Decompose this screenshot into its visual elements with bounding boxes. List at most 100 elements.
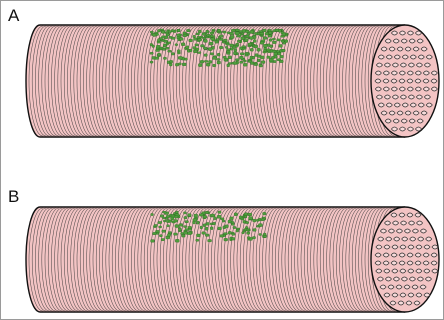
myofibril [400, 245, 406, 249]
myofibril [399, 87, 405, 91]
myofibril [426, 103, 432, 107]
green-spot [272, 41, 276, 44]
green-spot [151, 213, 154, 215]
myofibril [389, 111, 395, 115]
green-spot [272, 38, 275, 40]
myofibril [409, 119, 415, 123]
myofibril [388, 229, 394, 233]
green-spot [197, 221, 200, 224]
myofibril [375, 71, 381, 75]
green-spot [283, 33, 286, 36]
myofibril [424, 63, 430, 67]
green-spot [236, 29, 239, 31]
green-spot [210, 53, 214, 55]
green-spot [263, 37, 267, 39]
green-spot [179, 228, 182, 231]
green-spot [165, 32, 168, 34]
green-spot [269, 31, 272, 34]
green-spot [230, 36, 234, 39]
myofibril [397, 47, 403, 51]
green-spot [265, 33, 269, 35]
green-spot [161, 239, 164, 241]
green-spot [177, 50, 180, 52]
myofibril [375, 261, 381, 265]
myofibril [401, 119, 407, 123]
myofibril [407, 213, 413, 217]
green-spot [224, 233, 228, 235]
myofibril [423, 253, 429, 257]
green-spot [159, 226, 162, 228]
green-spot [224, 238, 228, 241]
green-spot [243, 220, 246, 223]
myofibril [399, 213, 405, 217]
green-spot [254, 63, 258, 66]
green-spot [163, 44, 166, 47]
myofibril [378, 103, 384, 107]
green-spot [155, 49, 159, 51]
myofibril [408, 293, 414, 297]
myofibril [431, 253, 437, 257]
myofibril [415, 31, 421, 35]
green-spot [247, 237, 250, 239]
green-spot [279, 45, 282, 48]
myofibril [413, 47, 419, 51]
myofibril [397, 111, 403, 115]
myofibril [391, 213, 397, 217]
green-spot [179, 224, 183, 227]
green-spot [150, 61, 153, 63]
green-spot [230, 44, 234, 47]
green-spot [203, 224, 206, 227]
green-spot [250, 37, 254, 40]
green-spot [167, 225, 170, 227]
green-spot [259, 64, 262, 67]
myofibril [400, 95, 406, 99]
myofibril [409, 221, 415, 225]
green-spot [202, 232, 206, 234]
green-spot [207, 34, 210, 36]
green-spot [158, 221, 162, 223]
green-spot [250, 30, 254, 33]
myofibril [386, 237, 392, 241]
green-spot [210, 35, 213, 37]
green-spot [181, 232, 184, 234]
green-spot [252, 56, 255, 59]
green-spot [150, 31, 153, 33]
myofibril [392, 293, 398, 297]
myofibril [410, 55, 416, 59]
green-spot [282, 49, 285, 51]
green-spot [218, 227, 222, 230]
green-spot [196, 234, 200, 237]
myofibril [391, 253, 397, 257]
green-spot [159, 47, 163, 49]
green-spot [183, 32, 186, 34]
green-spot [202, 33, 205, 35]
green-spot [240, 61, 243, 63]
green-spot [246, 229, 250, 231]
green-spot [267, 56, 270, 58]
myofibril [410, 103, 416, 107]
green-spot [233, 62, 237, 65]
green-spot [175, 239, 179, 242]
green-spot [248, 43, 251, 46]
myofibril [391, 127, 397, 131]
green-spot [217, 30, 220, 32]
myofibril [388, 285, 394, 289]
myofibril [391, 71, 397, 75]
myofibril [375, 79, 381, 83]
myofibril [432, 269, 438, 273]
green-spot [233, 52, 236, 55]
green-spot [250, 62, 253, 65]
myofibril [383, 79, 389, 83]
green-spot [261, 56, 265, 59]
green-spot [233, 226, 236, 228]
green-spot [257, 55, 261, 58]
myofibril [413, 111, 419, 115]
green-spot [240, 47, 243, 49]
green-spot [196, 33, 199, 35]
myofibril [416, 63, 422, 67]
green-spot [167, 234, 170, 237]
myofibril [400, 269, 406, 273]
myofibril [418, 55, 424, 59]
myofibril [424, 293, 430, 297]
green-spot [245, 39, 248, 42]
